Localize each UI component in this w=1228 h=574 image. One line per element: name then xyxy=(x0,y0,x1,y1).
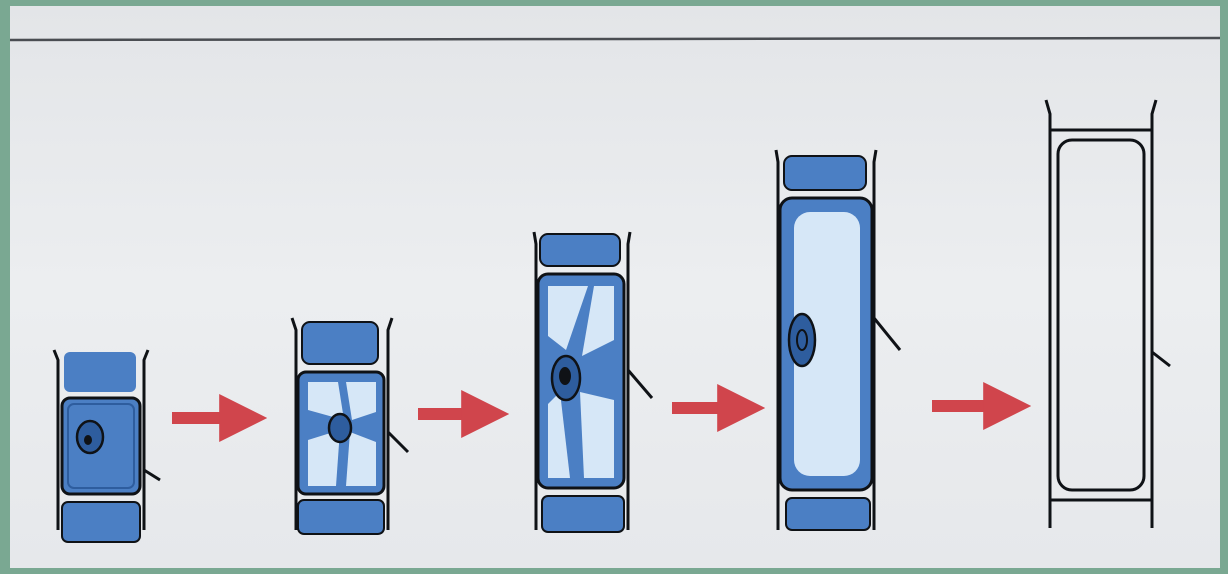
nucleus xyxy=(329,414,351,442)
cell-stage-1 xyxy=(54,350,160,542)
nucleus xyxy=(789,314,815,366)
